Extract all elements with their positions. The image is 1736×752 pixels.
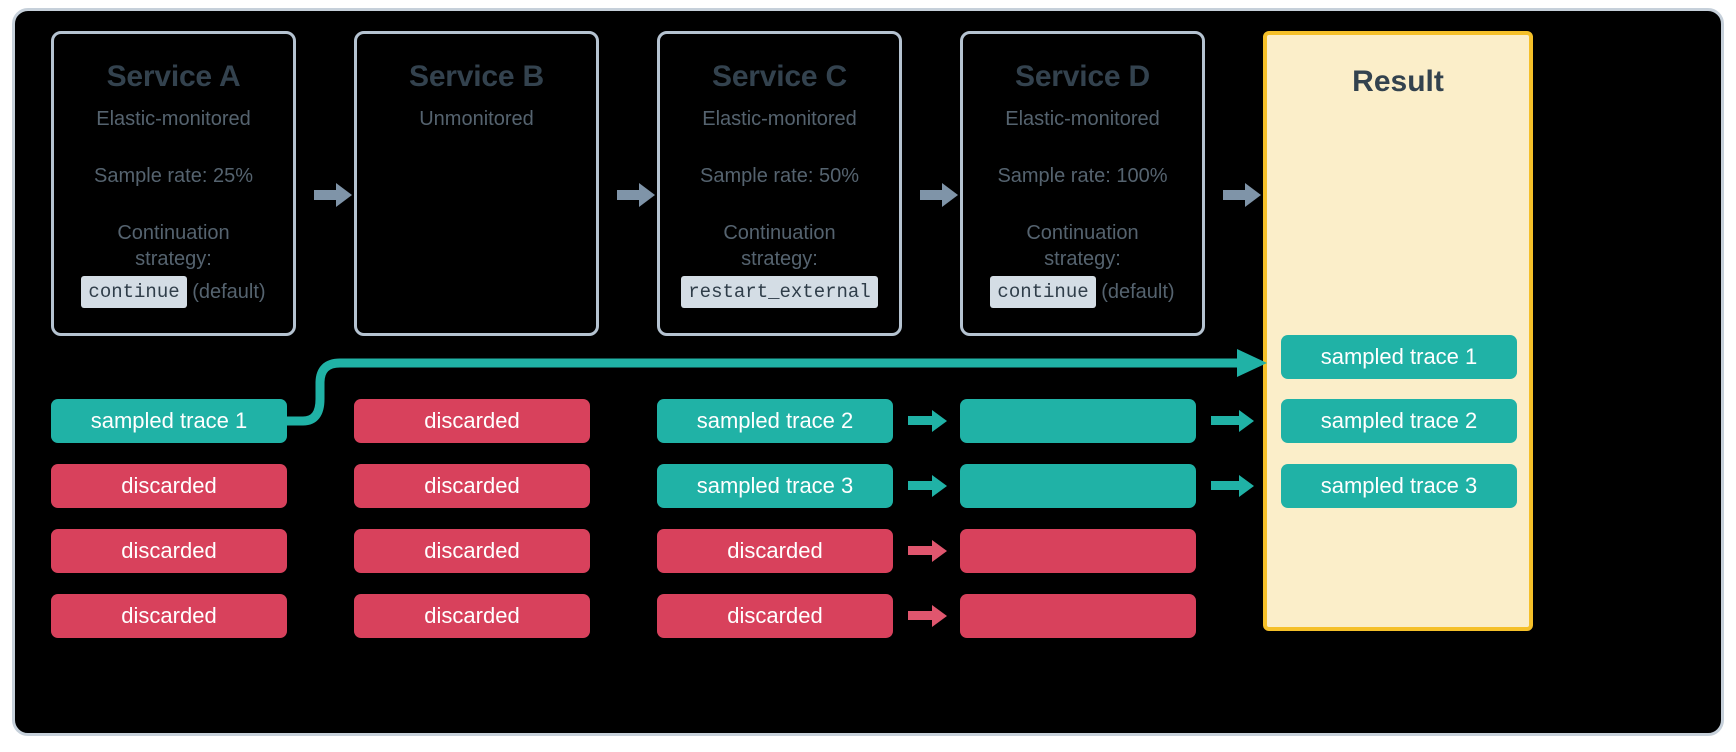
arrow-head: [336, 183, 352, 207]
arrow-head: [1239, 410, 1254, 432]
service-d-strategy-value-line: continue (default): [963, 276, 1202, 308]
arrow-shaft: [908, 481, 934, 490]
column-c-trace-2: sampled trace 3: [657, 464, 893, 508]
column-b-trace-2: discarded: [354, 464, 590, 508]
service-card-c: Service C Elastic-monitored Sample rate:…: [657, 31, 902, 336]
arrow-head: [1245, 183, 1261, 207]
column-a-trace-3: discarded: [51, 529, 287, 573]
service-d-monitoring: Elastic-monitored: [1005, 108, 1160, 130]
arrow-shaft: [908, 416, 934, 425]
service-d-strategy-note: (default): [1101, 281, 1175, 303]
column-b-trace-3: discarded: [354, 529, 590, 573]
arrow-shaft: [617, 190, 641, 200]
service-a-strategy-label: Continuation: [117, 222, 230, 244]
result-trace-2: sampled trace 2: [1281, 399, 1517, 443]
result-trace-3: sampled trace 3: [1281, 464, 1517, 508]
arrow-head: [639, 183, 655, 207]
service-card-b: Service B Unmonitored: [354, 31, 599, 336]
service-a-strategy: Continuation strategy: continue (default…: [54, 220, 293, 308]
arrow-c4-to-d4: [908, 605, 956, 627]
arrow-d-to-result: [1223, 183, 1263, 207]
service-c-strategy-label: Continuation: [723, 222, 836, 244]
service-a-monitoring: Elastic-monitored: [96, 108, 251, 130]
service-d-sample-rate: Sample rate: 100%: [997, 165, 1168, 187]
column-a-trace-1: sampled trace 1: [51, 399, 287, 443]
service-d-title: Service D: [1015, 60, 1150, 93]
column-d-trace-2: [960, 464, 1196, 508]
arrow-head: [932, 410, 947, 432]
arrow-head: [932, 475, 947, 497]
column-c-trace-4: discarded: [657, 594, 893, 638]
service-c-sample-rate: Sample rate: 50%: [700, 165, 859, 187]
column-b-trace-4: discarded: [354, 594, 590, 638]
service-c-strategy-label2: strategy:: [741, 248, 818, 270]
column-d-trace-1: [960, 399, 1196, 443]
arrow-d1-to-result2: [1211, 410, 1263, 432]
service-c-strategy-code: restart_external: [681, 276, 878, 308]
arrow-shaft: [1211, 416, 1241, 425]
arrow-shaft: [908, 546, 934, 555]
arrow-shaft: [908, 611, 934, 620]
service-d-strategy: Continuation strategy: continue (default…: [963, 220, 1202, 308]
service-c-strategy-value-line: restart_external: [660, 276, 899, 308]
arrow-c3-to-d3: [908, 540, 956, 562]
column-a-trace-4: discarded: [51, 594, 287, 638]
arrow-a-to-b: [314, 183, 354, 207]
trace1-routed-connector: [282, 349, 1267, 426]
column-d-trace-3: [960, 529, 1196, 573]
arrow-shaft: [920, 190, 944, 200]
service-a-strategy-code: continue: [81, 276, 187, 308]
column-c-trace-3: discarded: [657, 529, 893, 573]
arrow-c1-to-d1: [908, 410, 956, 432]
service-c-title: Service C: [712, 60, 847, 93]
service-b-monitoring: Unmonitored: [419, 108, 534, 130]
arrow-shaft: [314, 190, 338, 200]
service-b-title: Service B: [409, 60, 544, 93]
diagram-canvas: Service A Elastic-monitored Sample rate:…: [12, 8, 1724, 736]
result-trace-1: sampled trace 1: [1281, 335, 1517, 379]
arrow-d2-to-result3: [1211, 475, 1263, 497]
result-title: Result: [1352, 65, 1444, 98]
arrow-head: [942, 183, 958, 207]
column-a-trace-2: discarded: [51, 464, 287, 508]
service-card-a: Service A Elastic-monitored Sample rate:…: [51, 31, 296, 336]
column-d-trace-4: [960, 594, 1196, 638]
service-a-title: Service A: [106, 60, 241, 93]
result-panel: Result: [1263, 31, 1533, 631]
column-c-trace-1: sampled trace 2: [657, 399, 893, 443]
service-d-strategy-label: Continuation: [1026, 222, 1139, 244]
service-card-d: Service D Elastic-monitored Sample rate:…: [960, 31, 1205, 336]
service-d-strategy-label2: strategy:: [1044, 248, 1121, 270]
service-c-strategy: Continuation strategy: restart_external: [660, 220, 899, 308]
service-c-monitoring: Elastic-monitored: [702, 108, 857, 130]
service-a-strategy-value-line: continue (default): [54, 276, 293, 308]
service-a-sample-rate: Sample rate: 25%: [94, 165, 253, 187]
service-a-strategy-label2: strategy:: [135, 248, 212, 270]
column-b-trace-1: discarded: [354, 399, 590, 443]
arrow-b-to-c: [617, 183, 657, 207]
arrow-head: [1239, 475, 1254, 497]
arrow-c-to-d: [920, 183, 960, 207]
arrow-c2-to-d2: [908, 475, 956, 497]
arrow-shaft: [1211, 481, 1241, 490]
service-d-strategy-code: continue: [990, 276, 1096, 308]
arrow-head: [932, 540, 947, 562]
arrow-head: [932, 605, 947, 627]
service-a-strategy-note: (default): [192, 281, 266, 303]
arrow-shaft: [1223, 190, 1247, 200]
